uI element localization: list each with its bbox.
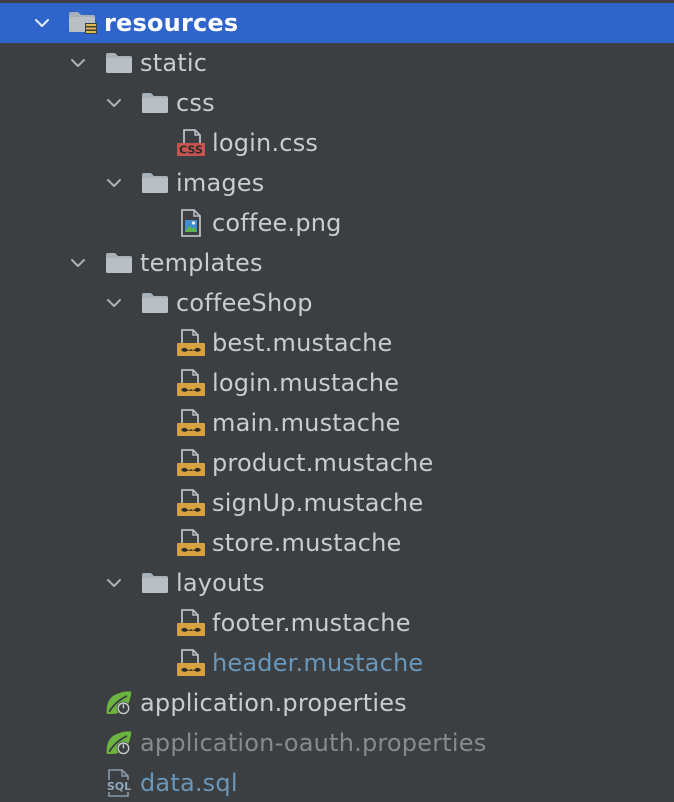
tree-row-label: login.mustache	[212, 369, 400, 397]
tree-row-templates[interactable]: templates	[0, 243, 674, 283]
tree-row-label: templates	[140, 249, 263, 277]
chevron-down-icon[interactable]	[104, 283, 124, 323]
svg-text:CSS: CSS	[179, 144, 203, 157]
tree-row-store-mustache[interactable]: store.mustache	[0, 523, 674, 563]
tree-row-label: application-oauth.properties	[140, 729, 487, 757]
mustache-file-icon	[176, 443, 206, 483]
tree-row-application-oauth-properties[interactable]: application-oauth.properties	[0, 723, 674, 763]
tree-row-resources[interactable]: resources	[0, 3, 674, 43]
mustache-file-icon	[176, 523, 206, 563]
mustache-file-icon	[176, 363, 206, 403]
tree-row-label: best.mustache	[212, 329, 393, 357]
tree-row-header-mustache[interactable]: header.mustache	[0, 643, 674, 683]
tree-row-label: footer.mustache	[212, 609, 411, 637]
tree-row-label: signUp.mustache	[212, 489, 424, 517]
tree-row-data-sql[interactable]: SQL data.sql	[0, 763, 674, 802]
chevron-down-icon[interactable]	[68, 243, 88, 283]
tree-row-coffeeshop[interactable]: coffeeShop	[0, 283, 674, 323]
tree-row-main-mustache[interactable]: main.mustache	[0, 403, 674, 443]
chevron-down-icon[interactable]	[68, 43, 88, 83]
chevron-down-icon[interactable]	[32, 3, 52, 43]
sql-file-icon: SQL	[104, 763, 134, 802]
tree-row-label: product.mustache	[212, 449, 434, 477]
tree-row-product-mustache[interactable]: product.mustache	[0, 443, 674, 483]
tree-row-application-properties[interactable]: application.properties	[0, 683, 674, 723]
tree-row-layouts[interactable]: layouts	[0, 563, 674, 603]
tree-row-label: data.sql	[140, 769, 238, 797]
tree-row-label: layouts	[176, 569, 265, 597]
tree-row-label: application.properties	[140, 689, 407, 717]
tree-row-coffee-png[interactable]: coffee.png	[0, 203, 674, 243]
tree-row-label: main.mustache	[212, 409, 401, 437]
resources-folder-icon	[68, 3, 98, 43]
tree-row-login-mustache[interactable]: login.mustache	[0, 363, 674, 403]
svg-text:SQL: SQL	[107, 780, 131, 793]
folder-icon	[140, 163, 170, 203]
tree-row-label: header.mustache	[212, 649, 424, 677]
chevron-down-icon[interactable]	[104, 163, 124, 203]
folder-icon	[140, 283, 170, 323]
tree-row-signup-mustache[interactable]: signUp.mustache	[0, 483, 674, 523]
folder-icon	[140, 563, 170, 603]
folder-icon	[140, 83, 170, 123]
mustache-file-icon	[176, 403, 206, 443]
tree-row-label: coffee.png	[212, 209, 342, 237]
mustache-file-icon	[176, 323, 206, 363]
tree-row-static[interactable]: static	[0, 43, 674, 83]
chevron-down-icon[interactable]	[104, 563, 124, 603]
tree-row-login-css[interactable]: CSS login.css	[0, 123, 674, 163]
tree-row-label: resources	[104, 9, 239, 37]
mustache-file-icon	[176, 643, 206, 683]
tree-row-css[interactable]: css	[0, 83, 674, 123]
folder-icon	[104, 243, 134, 283]
tree-row-images[interactable]: images	[0, 163, 674, 203]
image-file-icon	[176, 203, 206, 243]
tree-row-footer-mustache[interactable]: footer.mustache	[0, 603, 674, 643]
tree-row-label: static	[140, 49, 208, 77]
tree-row-label: store.mustache	[212, 529, 402, 557]
tree-row-label: login.css	[212, 129, 319, 157]
chevron-down-icon[interactable]	[104, 83, 124, 123]
tree-row-label: coffeeShop	[176, 289, 313, 317]
tree-row-label: images	[176, 169, 265, 197]
tree-row-label: css	[176, 89, 215, 117]
spring-properties-icon	[104, 723, 134, 763]
folder-icon	[104, 43, 134, 83]
spring-properties-icon	[104, 683, 134, 723]
css-file-icon: CSS	[176, 123, 206, 163]
tree-row-best-mustache[interactable]: best.mustache	[0, 323, 674, 363]
mustache-file-icon	[176, 603, 206, 643]
mustache-file-icon	[176, 483, 206, 523]
